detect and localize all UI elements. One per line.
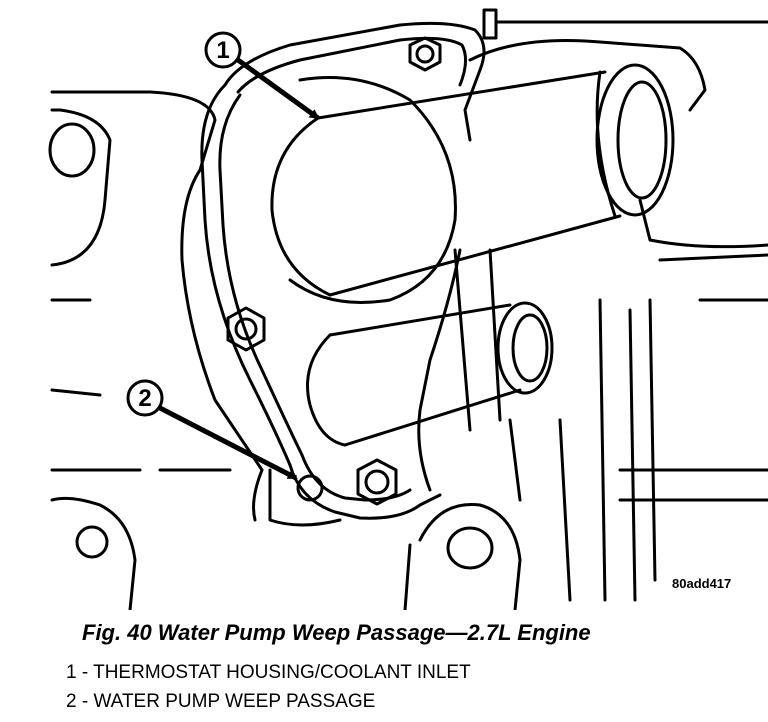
bolt-top — [408, 36, 442, 72]
callout-1-arrow — [236, 57, 320, 121]
coolant-inlet-pipe — [270, 63, 675, 297]
engine-block-left — [48, 90, 264, 610]
housing-boss — [288, 76, 457, 304]
legend-item-2: 2 - WATER PUMP WEEP PASSAGE — [66, 691, 376, 712]
engine-diagram: 1 2 — [48, 8, 768, 610]
figure-caption: Fig. 40 Water Pump Weep Passage—2.7L Eng… — [82, 620, 591, 645]
lower-bypass-pipe — [306, 301, 554, 447]
legend-item-1: 1 - THERMOSTAT HOUSING/COOLANT INLET — [66, 662, 471, 683]
callout-1: 1 — [204, 31, 242, 69]
engine-block-right — [453, 8, 768, 602]
callout-1-number: 1 — [216, 37, 229, 64]
callout-2: 2 — [126, 379, 164, 417]
bolt-bottom — [356, 458, 398, 506]
weep-passage-hole — [296, 474, 324, 502]
thermostat-housing-plate — [200, 21, 486, 527]
bolt-middle — [226, 306, 266, 352]
figure-reference-code: 80add417 — [672, 576, 732, 591]
callout-2-number: 2 — [138, 385, 151, 412]
lower-boss — [403, 502, 522, 610]
callout-2-arrow — [158, 405, 298, 481]
